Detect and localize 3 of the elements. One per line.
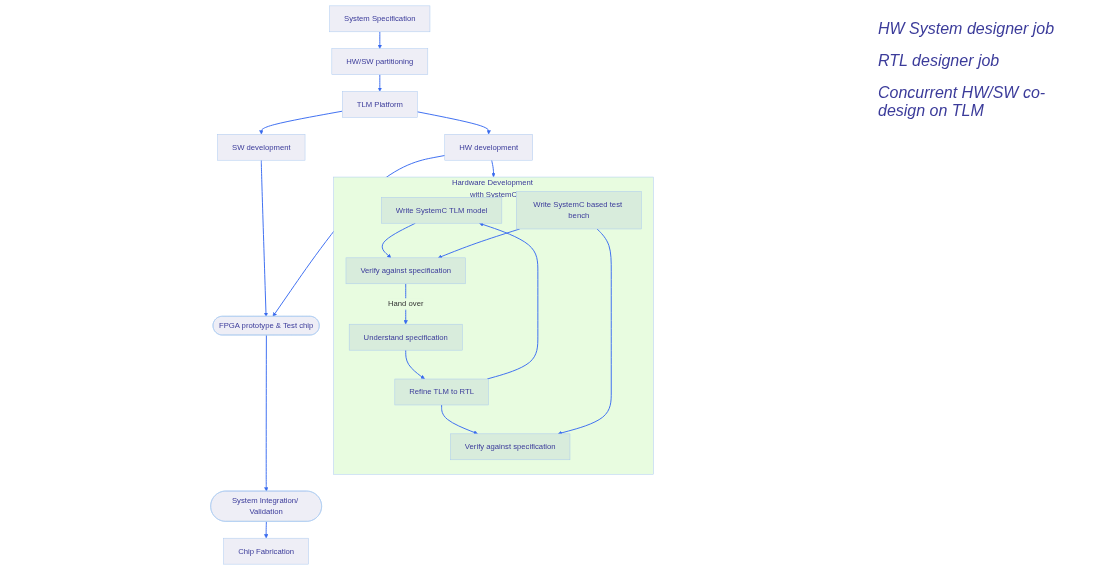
note-text: HW System designer job	[878, 20, 1056, 38]
note-text: RTL designer job	[878, 52, 1001, 70]
note-text: Concurrent HW/SW co-design on TLM	[878, 84, 1047, 120]
